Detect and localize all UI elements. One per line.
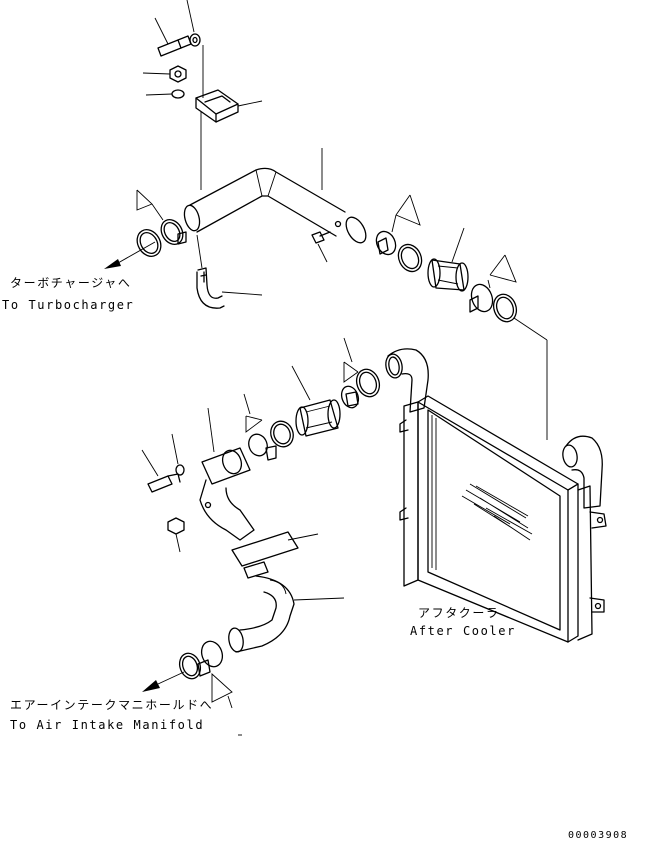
lower-flange-elbow [199,407,255,541]
after-cooler-core [399,395,607,643]
after-cooler-inlet-elbow [385,348,429,413]
aftercooler-label-en: After Cooler [410,624,516,638]
drawing-number: 00003908 [568,830,629,841]
clamp-pair-cooler-inlet [469,254,548,440]
arrow-to-intake [142,671,185,692]
clamp-pair-lower-right [340,337,381,409]
nut-top [142,65,187,83]
bolt-lower [141,449,181,493]
pipe-sleeve [231,531,319,579]
connecting-hose-lower [291,365,341,437]
connecting-hose-upper [427,227,469,292]
washer-lower [171,433,185,476]
intake-label-jp: エアーインテークマニホールドへ [10,698,214,712]
pipe-plug [311,231,331,263]
washer-top [186,0,201,47]
clamp-pair-upper-left [136,189,187,257]
nut-lower [167,517,185,553]
turbo-label-jp: ターボチャージャへ [10,276,132,290]
bolt-top [154,17,192,57]
upper-air-pipe [183,148,367,244]
lower-bent-hose [228,575,345,653]
intake-label-en: To Air Intake Manifold [10,718,205,732]
after-cooler-outlet-elbow [562,435,603,509]
hose-fitting-upper [196,234,263,309]
clamp-pair-bottom [178,640,233,709]
arrow-to-turbo [104,241,156,269]
clamp-pair-lower-left [243,393,294,461]
washer-small [145,89,185,99]
turbo-label-en: To Turbocharger [2,298,135,312]
aftercooler-label-jp: アフタクーラ [418,606,500,620]
clamp-pair-upper-right [375,194,423,273]
bracket-top [195,89,263,123]
